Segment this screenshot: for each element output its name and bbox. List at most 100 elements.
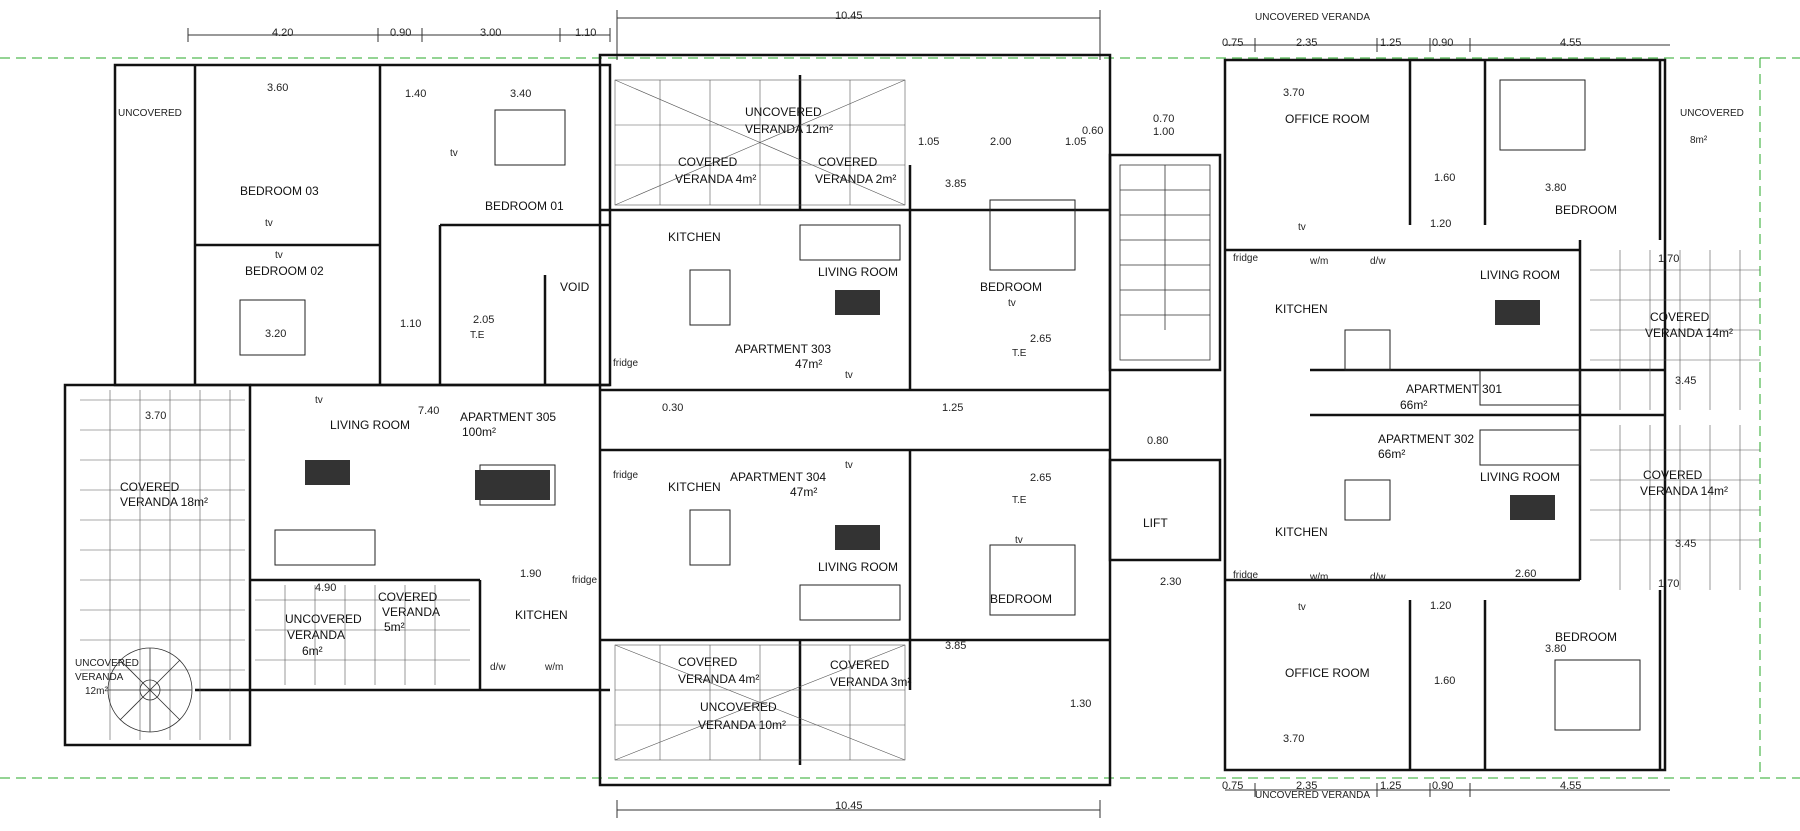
- tv-label-4: tv: [315, 395, 323, 406]
- rugs: [305, 290, 1555, 550]
- covered-veranda-14-upper-area: VERANDA 14m²: [1645, 326, 1734, 340]
- apt305-title: APARTMENT 305: [460, 410, 557, 424]
- apt304-covered-label: COVERED: [678, 655, 738, 669]
- dw-label-a305: d/w: [490, 662, 506, 673]
- dim-top-235: 2.35: [1296, 37, 1318, 49]
- dw-label-a301: d/w: [1370, 256, 1386, 267]
- apt303-covered2-label: COVERED: [818, 155, 878, 169]
- apt302-bedroom-label: BEDROOM: [1555, 630, 1618, 644]
- apt305-area: 100m²: [462, 425, 497, 439]
- apt302-kitchen-label: KITCHEN: [1275, 525, 1328, 539]
- apt303-covered2-area: VERANDA 2m²: [815, 172, 897, 186]
- uncovered-veranda-6-tiles: [255, 585, 470, 685]
- covered-veranda-18-area: VERANDA 18m²: [120, 495, 209, 509]
- apt304-living-label: LIVING ROOM: [818, 560, 899, 574]
- dim-385-a: 3.85: [945, 178, 967, 190]
- te-label-1: T.E: [470, 330, 485, 341]
- spiral-stair: [107, 647, 193, 733]
- dim-130: 1.30: [1070, 698, 1092, 710]
- apt302-area: 66m²: [1378, 447, 1406, 461]
- dim-370-b: 3.70: [1283, 87, 1305, 99]
- dim-340-a: 3.40: [510, 88, 532, 100]
- apt301-area: 66m²: [1400, 398, 1428, 412]
- dim-140: 1.40: [405, 88, 427, 100]
- dim-380-b: 3.80: [1545, 643, 1567, 655]
- apt305-living-label: LIVING ROOM: [330, 418, 411, 432]
- dim-bottom-455: 4.55: [1560, 780, 1582, 792]
- uncovered-veranda-left-label: UNCOVERED: [118, 108, 182, 119]
- dim-120-b: 1.20: [1430, 600, 1452, 612]
- uncovered-veranda-12-label: UNCOVERED: [745, 105, 822, 119]
- dim-160-b: 1.60: [1434, 675, 1456, 687]
- dim-260: 2.60: [1515, 568, 1537, 580]
- apt304-covered2-area: VERANDA 3m²: [830, 675, 912, 689]
- furniture: [239, 79, 1641, 731]
- apt303-bedroom-label: BEDROOM: [980, 280, 1043, 294]
- uncovered-veranda-6-area: 6m²: [302, 644, 323, 658]
- covered-veranda-14-upper-label: COVERED: [1650, 310, 1710, 324]
- covered-veranda-18-label: COVERED: [120, 480, 180, 494]
- uncovered-veranda-spiral-area: 12m²: [85, 686, 108, 697]
- top-dimensions: [187, 10, 1670, 60]
- uncovered-veranda-10-tiles: [614, 644, 906, 761]
- apt304-title: APARTMENT 304: [730, 470, 827, 484]
- wm-label-a301: w/m: [1310, 256, 1329, 267]
- apt302-office-label: OFFICE ROOM: [1285, 666, 1370, 680]
- tv-label-6: tv: [845, 460, 853, 471]
- walls: [63, 53, 1667, 787]
- dim-170-b: 1.70: [1658, 578, 1680, 590]
- dim-190: 1.90: [520, 568, 542, 580]
- site-boundary: [0, 57, 1800, 779]
- dim-320: 3.20: [265, 328, 287, 340]
- apt302-living-label: LIVING ROOM: [1480, 470, 1561, 484]
- tv-label-5: tv: [845, 370, 853, 381]
- void-label: VOID: [560, 280, 590, 294]
- uncovered-veranda-10-label: UNCOVERED: [700, 700, 777, 714]
- apt305-kitchen-label: KITCHEN: [515, 608, 568, 622]
- covered-veranda-18-tiles: [80, 390, 245, 740]
- apt301-living-label: LIVING ROOM: [1480, 268, 1561, 282]
- dim-top-090: 0.90: [390, 27, 412, 39]
- apt303-title: APARTMENT 303: [735, 342, 832, 356]
- bedroom-01-label: BEDROOM 01: [485, 199, 564, 213]
- apt303-area: 47m²: [795, 357, 823, 371]
- covered-veranda-5-area: 5m²: [384, 620, 405, 634]
- uncovered-veranda-6-label: UNCOVERED: [285, 612, 362, 626]
- dim-bottom-090: 0.90: [1432, 780, 1454, 792]
- dim-370-c: 3.70: [1283, 733, 1305, 745]
- apt301-kitchen-label: KITCHEN: [1275, 302, 1328, 316]
- covered-veranda-14-lower-label: COVERED: [1643, 468, 1703, 482]
- dim-top-1045: 10.45: [835, 10, 863, 22]
- uncovered-veranda-right-label: UNCOVERED: [1680, 108, 1744, 119]
- apt303-covered-area: VERANDA 4m²: [675, 172, 757, 186]
- tile-grids: [80, 79, 1760, 761]
- tv-label-10: tv: [1298, 602, 1306, 613]
- tv-label-1: tv: [265, 218, 273, 229]
- dim-bottom-075: 0.75: [1222, 780, 1244, 792]
- apt303-kitchen-label: KITCHEN: [668, 230, 721, 244]
- tv-label-3: tv: [450, 148, 458, 159]
- tv-label-7: tv: [1008, 298, 1016, 309]
- apt302-title: APARTMENT 302: [1378, 432, 1475, 446]
- uncovered-veranda-12-area: VERANDA 12m²: [745, 122, 834, 136]
- te-label-2: T.E: [1012, 348, 1027, 359]
- dim-top-075: 0.75: [1222, 37, 1244, 49]
- bedroom-03-label: BEDROOM 03: [240, 184, 319, 198]
- dim-120-a: 1.20: [1430, 218, 1452, 230]
- fridge-label-a303: fridge: [613, 358, 639, 369]
- dim-230: 2.30: [1160, 576, 1182, 588]
- dim-490: 4.90: [315, 582, 337, 594]
- dim-110-a: 1.10: [400, 318, 422, 330]
- dim-top-110: 1.10: [575, 27, 597, 39]
- lift-label: LIFT: [1143, 516, 1168, 530]
- dim-370-a: 3.70: [145, 410, 167, 422]
- staircase: [1119, 164, 1211, 361]
- covered-veranda-5-sub: VERANDA: [382, 605, 441, 619]
- dim-265-a: 2.65: [1030, 333, 1052, 345]
- dim-080: 0.80: [1147, 435, 1169, 447]
- uncovered-veranda-12-tiles: [614, 79, 906, 206]
- dim-bottom-235: 2.35: [1296, 780, 1318, 792]
- apt301-title: APARTMENT 301: [1406, 382, 1503, 396]
- fridge-label-a305: fridge: [572, 575, 598, 586]
- dim-top-125: 1.25: [1380, 37, 1402, 49]
